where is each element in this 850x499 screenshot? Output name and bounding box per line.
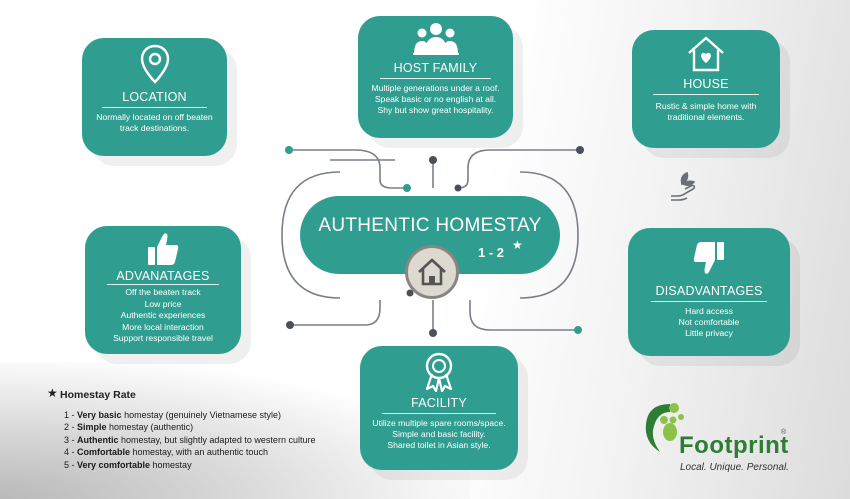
home-icon — [418, 258, 446, 286]
house-heart-icon — [688, 36, 724, 72]
rate-item: 5 - Very comfortable homestay — [64, 459, 192, 470]
host-family-card: HOST FAMILY Multiple generations under a… — [358, 16, 513, 138]
rate-list: 1 - Very basic homestay (genuinely Vietn… — [64, 409, 315, 471]
rate-num: 5 — [64, 459, 70, 470]
divider — [106, 284, 220, 285]
advantages-line: Low price — [144, 298, 182, 309]
rate-desc: homestay (genuinely Vietnamese style) — [121, 410, 281, 420]
rate-item: 3 - Authentic homestay, but slightly ada… — [64, 434, 316, 445]
rate-level: Comfortable — [77, 447, 131, 458]
rate-level: Very comfortable — [77, 459, 151, 470]
rate-num: 3 — [64, 434, 70, 445]
divider — [652, 94, 760, 95]
disadvantages-card: DISADVANTAGES Hard access Not comfortabl… — [628, 228, 790, 356]
rate-item: 1 - Very basic homestay (genuinely Vietn… — [64, 410, 281, 420]
divider — [379, 78, 492, 79]
divider — [650, 301, 768, 302]
center-house-badge — [405, 245, 459, 299]
rate-level: Authentic — [77, 434, 119, 445]
disadvantages-body: Hard access Not comfortable Little priva… — [628, 306, 790, 340]
location-body: Normally located on off beaten track des… — [82, 112, 227, 134]
disadvantages-line: Not comfortable — [678, 317, 740, 328]
rate-title: Homestay Rate — [60, 389, 136, 401]
advantages-line: Off the beaten track — [125, 287, 201, 297]
footprint-logo-icon — [645, 403, 684, 452]
advantages-title: ADVANATAGES — [116, 269, 210, 283]
house-title: HOUSE — [683, 77, 729, 91]
map-pin-icon — [140, 44, 169, 84]
facility-title: FACILITY — [411, 396, 467, 410]
center-title: AUTHENTIC HOMESTAY — [318, 215, 542, 236]
thumbs-down-icon — [693, 242, 724, 274]
rate-num: 1 — [64, 410, 70, 420]
brand-tagline: Local. Unique. Personal. — [680, 462, 789, 473]
facility-body: Utilize multiple spare rooms/space. Simp… — [360, 418, 518, 452]
disadvantages-line: Little privacy — [685, 328, 733, 339]
divider — [102, 107, 207, 108]
rate-desc: homestay, with an authentic touch — [130, 447, 268, 458]
facility-card: FACILITY Utilize multiple spare rooms/sp… — [360, 346, 518, 470]
host-family-title: HOST FAMILY — [393, 61, 478, 75]
disadvantages-line: Hard access — [685, 306, 733, 316]
facility-line: Utilize multiple spare rooms/space. — [372, 418, 506, 428]
house-card: HOUSE Rustic & simple home with traditio… — [632, 30, 780, 148]
host-family-line: Speak basic or no english at all. — [374, 94, 497, 105]
people-group-icon — [412, 23, 459, 55]
thumbs-up-icon — [148, 233, 179, 265]
location-line: Normally located on off beaten — [96, 112, 213, 122]
house-line: traditional elements. — [667, 112, 745, 123]
house-body: Rustic & simple home with traditional el… — [632, 101, 780, 123]
advantages-body: Off the beaten track Low price Authentic… — [85, 287, 241, 345]
rate-desc: homestay — [150, 459, 192, 470]
brand-name: Footprint — [679, 432, 789, 459]
facility-line: Simple and basic facility. — [392, 429, 486, 440]
location-line: track destinations. — [119, 123, 190, 134]
star-icon: ★ — [512, 238, 523, 252]
award-ribbon-icon — [425, 352, 453, 392]
star-icon: ★ — [47, 386, 58, 400]
rate-num: 4 — [64, 447, 70, 458]
disadvantages-title: DISADVANTAGES — [655, 284, 763, 298]
rate-desc: homestay, but slightly adapted to wester… — [118, 434, 316, 445]
rate-desc: homestay (authentic) — [106, 422, 194, 433]
advantages-line: More local interaction — [122, 321, 204, 332]
divider — [382, 413, 496, 414]
host-family-body: Multiple generations under a roof. Speak… — [358, 83, 513, 117]
location-title: LOCATION — [122, 90, 187, 104]
rate-item: 4 - Comfortable homestay, with an authen… — [64, 447, 268, 458]
registered-mark: ® — [781, 429, 787, 436]
hand-leaf-icon — [671, 171, 696, 201]
advantages-line: Support responsible travel — [113, 333, 213, 343]
host-family-line: Shy but show great hospitality. — [377, 105, 494, 116]
facility-line: Shared toilet in Asian style. — [387, 440, 491, 451]
rate-item: 2 - Simple homestay (authentic) — [64, 422, 194, 433]
center-rating: 1 - 2 — [478, 245, 505, 260]
rate-level: Simple — [77, 422, 107, 433]
advantages-card: ADVANATAGES Off the beaten track Low pri… — [85, 226, 241, 354]
center-badge: AUTHENTIC HOMESTAY 1 - 2 ★ — [300, 196, 560, 274]
rate-level: Very basic — [77, 410, 122, 420]
location-card: LOCATION Normally located on off beaten … — [82, 38, 227, 156]
advantages-line: Authentic experiences — [120, 310, 206, 320]
rate-num: 2 — [64, 422, 70, 433]
host-family-line: Multiple generations under a roof. — [371, 83, 500, 93]
house-line: Rustic & simple home with — [655, 101, 757, 111]
